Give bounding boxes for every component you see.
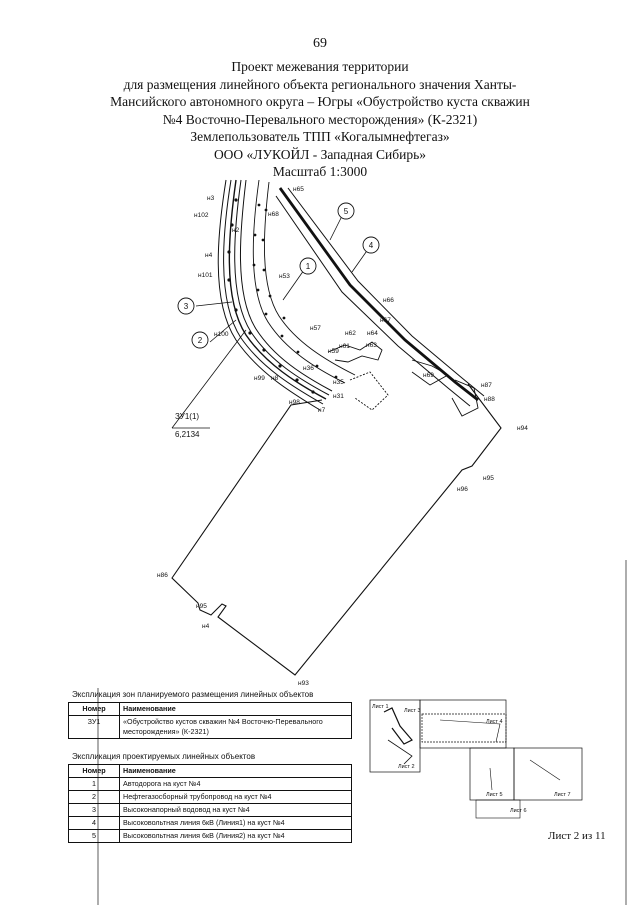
- corridor-left: [217, 179, 356, 411]
- callout-3-label: 3: [184, 302, 189, 311]
- title-line: №4 Восточно-Перевального месторождения» …: [162, 111, 478, 127]
- row-name: Высоковольтная линия 6кВ (Линия2) на кус…: [119, 829, 352, 843]
- point-label: н59: [328, 348, 339, 355]
- point-label: н68: [268, 211, 279, 218]
- row-number: 3: [68, 803, 120, 817]
- inner-structures: [327, 341, 479, 417]
- point-labels: н3 н102 н2 н4 н101 н100 н99 н98 н8 н7 н3…: [157, 186, 528, 687]
- table-objects: Номер Наименование 1 Автодорога на куст …: [68, 764, 352, 843]
- title-line: Мансийского автономного округа – Югры «О…: [110, 94, 530, 109]
- point-label: н102: [194, 212, 209, 219]
- callout-4-label: 4: [369, 241, 374, 250]
- table-row: 5 Высоковольтная линия 6кВ (Линия2) на к…: [68, 829, 352, 843]
- table-row: 3 Высоконапорный водовод на куст №4: [68, 803, 352, 817]
- sheet-label: Лист 1: [372, 704, 389, 710]
- point-label: н99: [254, 375, 265, 382]
- sheet-counter: Лист 2 из 11: [548, 830, 606, 842]
- sheet-index-map: [369, 699, 583, 801]
- callout-3: 3: [177, 297, 195, 315]
- sheet-label: Лист 3: [404, 708, 421, 714]
- row-name: Высоконапорный водовод на куст №4: [119, 803, 352, 817]
- sheet-6-outline: [475, 799, 521, 819]
- title-line: Проект межевания территории: [231, 59, 409, 74]
- point-label: н96: [457, 486, 468, 493]
- sheet-label: Лист 2: [398, 764, 415, 770]
- row-number: ЗУ1: [68, 715, 120, 739]
- table1-title: Экспликация зон планируемого размещения …: [72, 690, 314, 699]
- corridor-points: [227, 198, 338, 394]
- power-lines: [275, 187, 485, 407]
- point-label: н2: [232, 227, 240, 234]
- table-row: 1 Автодорога на куст №4: [68, 777, 352, 791]
- sheet-label: Лист 5: [486, 792, 503, 798]
- point-label: н35: [333, 379, 344, 386]
- point-label: н66: [383, 297, 394, 304]
- callout-1: 1: [299, 257, 317, 275]
- point-label: н4: [205, 252, 213, 259]
- row-number: 2: [68, 790, 120, 804]
- point-label: н31: [333, 393, 344, 400]
- table-row: ЗУ1 «Обустройство кустов скважин №4 Вост…: [68, 715, 352, 739]
- page-number: 69: [313, 36, 327, 51]
- row-number: 5: [68, 829, 120, 843]
- table-zones: Номер Наименование ЗУ1 «Обустройство кус…: [68, 702, 352, 739]
- point-label: н86: [157, 572, 168, 579]
- point-label: н98: [289, 399, 300, 406]
- point-label: н53: [279, 273, 290, 280]
- point-label: н7: [318, 407, 326, 414]
- table-header: Наименование: [119, 764, 352, 778]
- point-label: н95: [196, 603, 207, 610]
- point-label: н4: [202, 623, 210, 630]
- point-label: н93: [298, 680, 309, 687]
- callout-2: 2: [191, 331, 209, 349]
- point-label: н63: [366, 342, 377, 349]
- sheet-label: Лист 7: [554, 792, 571, 798]
- row-name: «Обустройство кустов скважин №4 Восточно…: [119, 715, 352, 739]
- table-row: 2 Нефтегазосборный трубопровод на куст №…: [68, 790, 352, 804]
- row-number: 4: [68, 816, 120, 830]
- point-label: н95: [483, 475, 494, 482]
- table-header: Наименование: [119, 702, 352, 716]
- table-header: Номер: [68, 702, 120, 716]
- point-label: н87: [481, 382, 492, 389]
- parcel-label: ЗУ1(1): [175, 412, 199, 421]
- row-name: Нефтегазосборный трубопровод на куст №4: [119, 790, 352, 804]
- parcel-area: 6,2134: [175, 430, 200, 439]
- point-label: н88: [484, 396, 495, 403]
- point-label: н3: [207, 195, 215, 202]
- table-header: Номер: [68, 764, 120, 778]
- point-label: н67: [380, 317, 391, 324]
- table-row: 4 Высоковольтная линия 6кВ (Линия1) на к…: [68, 816, 352, 830]
- sheet-label: Лист 4: [486, 719, 503, 725]
- point-label: н61: [339, 343, 350, 350]
- callout-5-label: 5: [344, 207, 349, 216]
- row-number: 1: [68, 777, 120, 791]
- callout-4: 4: [362, 236, 380, 254]
- point-label: н8: [271, 375, 279, 382]
- point-label: н101: [198, 272, 213, 279]
- document-title: Проект межевания территории для размещен…: [40, 58, 600, 181]
- callout-2-label: 2: [198, 336, 203, 345]
- callout-5: 5: [337, 202, 355, 220]
- title-line: Землепользователь ТПП «Когалымнефтегаз»: [190, 129, 450, 144]
- point-label: н36: [303, 365, 314, 372]
- point-label: н57: [310, 325, 321, 332]
- point-label: н100: [214, 331, 229, 338]
- parcel-boundary: [171, 383, 502, 676]
- point-label: н62: [345, 330, 356, 337]
- sheet-label: Лист 6: [510, 808, 527, 814]
- title-line: для размещения линейного объекта региона…: [123, 76, 517, 92]
- table2-title: Экспликация проектируемых линейных объек…: [72, 752, 256, 761]
- row-name: Автодорога на куст №4: [119, 777, 352, 791]
- title-line: ООО «ЛУКОЙЛ - Западная Сибирь»: [213, 146, 427, 162]
- point-label: н69: [423, 372, 434, 379]
- scale-label: Масштаб 1:3000: [272, 164, 368, 179]
- point-label: н64: [367, 330, 378, 337]
- row-name: Высоковольтная линия 6кВ (Линия1) на кус…: [119, 816, 352, 830]
- point-label: н65: [293, 186, 304, 193]
- callout-1-label: 1: [306, 262, 311, 271]
- sheet-index-labels: Лист 1 Лист 2 Лист 3 Лист 4 Лист 5 Лист …: [372, 704, 571, 814]
- point-label: н94: [517, 425, 528, 432]
